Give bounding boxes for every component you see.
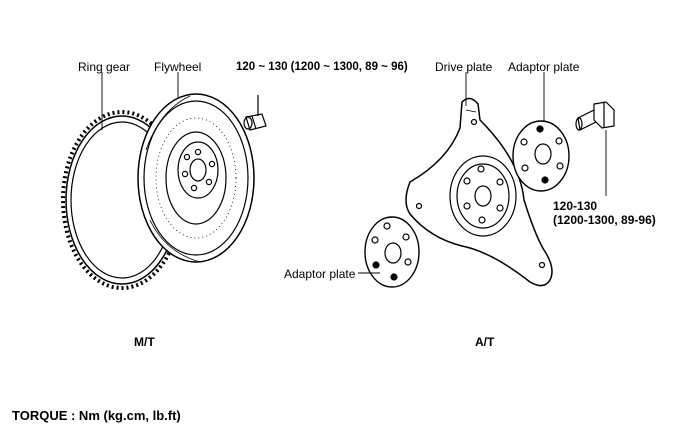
- flywheel-label: Flywheel: [154, 60, 202, 74]
- adaptor-plate-top-label: Adaptor plate: [508, 60, 580, 74]
- adaptor-plate-top: [512, 120, 570, 192]
- at-caption: A/T: [475, 335, 495, 349]
- mt-caption: M/T: [134, 335, 155, 349]
- ring-gear-label: Ring gear: [78, 60, 131, 74]
- drive-plate: [405, 97, 553, 287]
- torque-units-note: TORQUE : Nm (kg.cm, lb.ft): [12, 408, 181, 423]
- at-torque-spec-nm: 120-130: [553, 199, 598, 213]
- drive-plate-bolt: [575, 101, 615, 131]
- at-torque-spec-alt: (1200-1300, 89-96): [553, 213, 656, 227]
- adaptor-plate-bottom-label: Adaptor plate: [284, 267, 356, 281]
- flywheel-bolt: [243, 95, 267, 131]
- mt-torque-spec: 120 ~ 130 (1200 ~ 1300, 89 ~ 96): [236, 61, 408, 73]
- adaptor-plate-bottom: [364, 216, 420, 288]
- flywheel: [137, 93, 255, 263]
- drive-plate-label: Drive plate: [435, 60, 493, 74]
